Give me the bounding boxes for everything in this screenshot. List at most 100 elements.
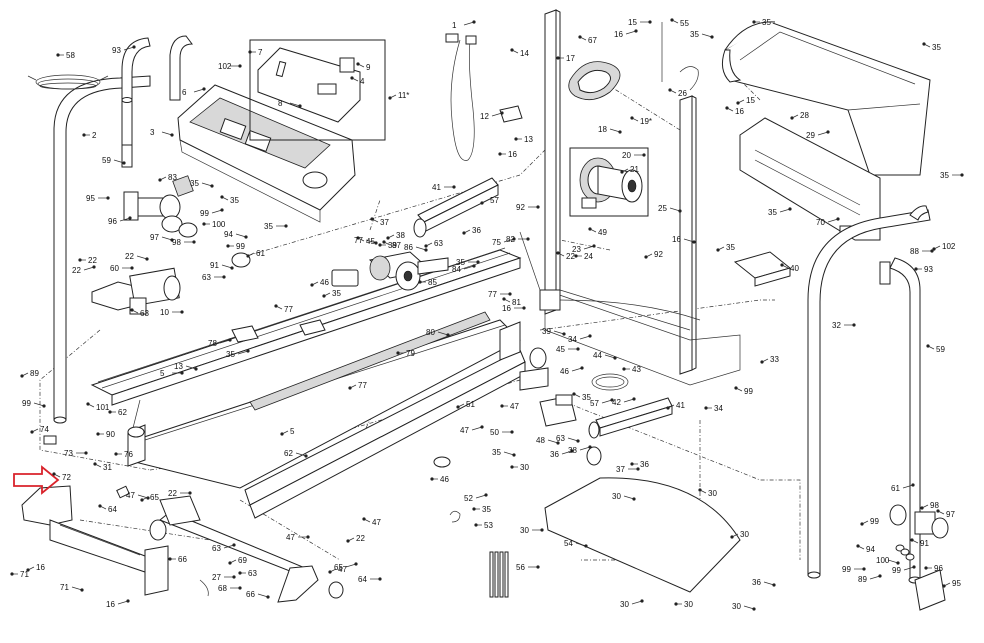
callout-49: 49 [598, 228, 607, 237]
callout-100: 100 [212, 220, 226, 229]
callout-34: 34 [714, 404, 723, 413]
callout-13: 13 [174, 362, 183, 371]
callout-33: 33 [770, 355, 779, 364]
callout-35: 35 [482, 505, 491, 514]
callout-13: 13 [524, 135, 533, 144]
callout-30: 30 [684, 600, 693, 609]
callout-35: 35 [932, 43, 941, 52]
callout-30: 30 [732, 602, 741, 611]
handle-tube-59-left [121, 99, 133, 146]
leader-lines [10, 18, 964, 611]
callout-74: 74 [40, 425, 49, 434]
callout-99: 99 [200, 209, 209, 218]
callout-22: 22 [356, 534, 365, 543]
callout-35: 35 [940, 171, 949, 180]
callout-65: 65 [334, 563, 343, 572]
callout-86: 86 [404, 243, 413, 252]
callout-92: 92 [516, 203, 525, 212]
callout-101: 101 [96, 403, 110, 412]
callout-35: 35 [226, 350, 235, 359]
callout-37: 37 [380, 218, 389, 227]
console-6 [177, 84, 356, 223]
callout-63: 63 [202, 273, 211, 282]
callout-22: 22 [72, 266, 81, 275]
motor-assembly-19 [569, 147, 649, 217]
callout-76: 76 [124, 450, 133, 459]
callout-58: 58 [66, 51, 75, 60]
callout-77: 77 [354, 236, 363, 245]
callout-26: 26 [678, 89, 687, 98]
front-roller-parts [331, 177, 499, 291]
callout-35: 35 [690, 30, 699, 39]
callout-47: 47 [510, 402, 519, 411]
callout-35: 35 [190, 179, 199, 188]
callout-18: 18 [598, 125, 607, 134]
callout-93: 93 [924, 265, 933, 274]
callout-77: 77 [358, 381, 367, 390]
callout-47: 47 [126, 491, 135, 500]
callout-15: 15 [628, 18, 637, 27]
handrail-93-left [121, 37, 151, 101]
callout-10: 10 [160, 308, 169, 317]
callout-5: 5 [290, 427, 295, 436]
callout-75: 75 [492, 238, 501, 247]
callout-69: 69 [238, 556, 247, 565]
callout-37: 37 [616, 465, 625, 474]
callout-77: 77 [284, 305, 293, 314]
callout-63: 63 [140, 309, 149, 318]
callout-38: 38 [396, 231, 405, 240]
callout-72: 72 [62, 473, 71, 482]
callout-21: 21 [630, 165, 639, 174]
callout-70: 70 [816, 218, 825, 227]
callout-46: 46 [440, 475, 449, 484]
callout-14: 14 [520, 49, 529, 58]
callout-85: 85 [428, 278, 437, 287]
callout-35: 35 [762, 18, 771, 27]
callout-22: 22 [88, 256, 97, 265]
callout-82: 82 [506, 235, 515, 244]
callout-5: 5 [160, 369, 165, 378]
incline-assembly [519, 347, 629, 427]
callout-71: 71 [20, 570, 29, 579]
callout-48: 48 [536, 436, 545, 445]
callout-67: 67 [588, 36, 597, 45]
callout-50: 50 [490, 428, 499, 437]
callout-6: 6 [182, 88, 187, 97]
callout-46: 46 [560, 367, 569, 376]
callout-34: 34 [568, 335, 577, 344]
right-handle-assembly [889, 504, 949, 611]
callout-16: 16 [36, 563, 45, 572]
callout-35: 35 [726, 243, 735, 252]
callout-30: 30 [520, 463, 529, 472]
motor-shroud-54 [544, 477, 741, 593]
rear-foot-69 [149, 495, 344, 603]
callout-47: 47 [286, 533, 295, 542]
callout-78: 78 [208, 339, 217, 348]
callout-98: 98 [930, 501, 939, 510]
left-upright-assembly [53, 35, 193, 424]
callout-99: 99 [892, 566, 901, 575]
callout-30: 30 [708, 489, 717, 498]
callout-71: 71 [60, 583, 69, 592]
right-handrail-93 [879, 257, 922, 584]
callout-65: 65 [150, 493, 159, 502]
callout-15: 15 [746, 96, 755, 105]
callout-35: 35 [230, 196, 239, 205]
callout-39: 39 [542, 327, 551, 336]
right-upright-32 [807, 205, 931, 579]
callout-30: 30 [740, 530, 749, 539]
callout-73: 73 [64, 449, 73, 458]
callout-8: 8 [278, 99, 283, 108]
callout-7: 7 [258, 48, 263, 57]
callout-63: 63 [248, 569, 257, 578]
callout-38: 38 [568, 446, 577, 455]
callout-62: 62 [118, 408, 127, 417]
callout-52: 52 [464, 494, 473, 503]
callout-61: 61 [891, 484, 900, 493]
callout-43: 43 [632, 365, 641, 374]
callout-27: 27 [212, 573, 221, 582]
callout-16: 16 [106, 600, 115, 609]
callout-94: 94 [866, 545, 875, 554]
callout-41: 41 [676, 401, 685, 410]
